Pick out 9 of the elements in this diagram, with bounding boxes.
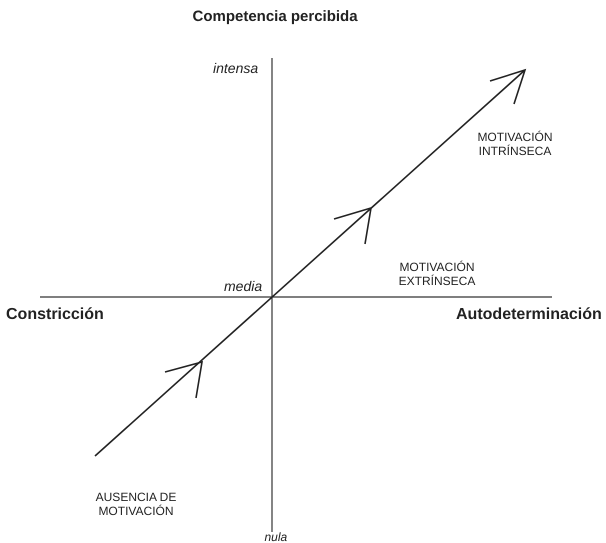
- axis-label: Autodeterminación: [456, 305, 602, 324]
- quadrant-label: AUSENCIA DE MOTIVACIÓN: [94, 490, 178, 519]
- scale-label: intensa: [213, 60, 258, 77]
- quadrant-label: MOTIVACIÓN INTRÍNSECA: [476, 130, 554, 159]
- axis-label: Constricción: [6, 305, 104, 324]
- scale-label: nula: [264, 530, 288, 543]
- scale-label: media: [224, 278, 262, 295]
- axis-title: Competencia percibida: [192, 8, 358, 26]
- quadrant-label: MOTIVACIÓN EXTRÍNSECA: [398, 260, 476, 289]
